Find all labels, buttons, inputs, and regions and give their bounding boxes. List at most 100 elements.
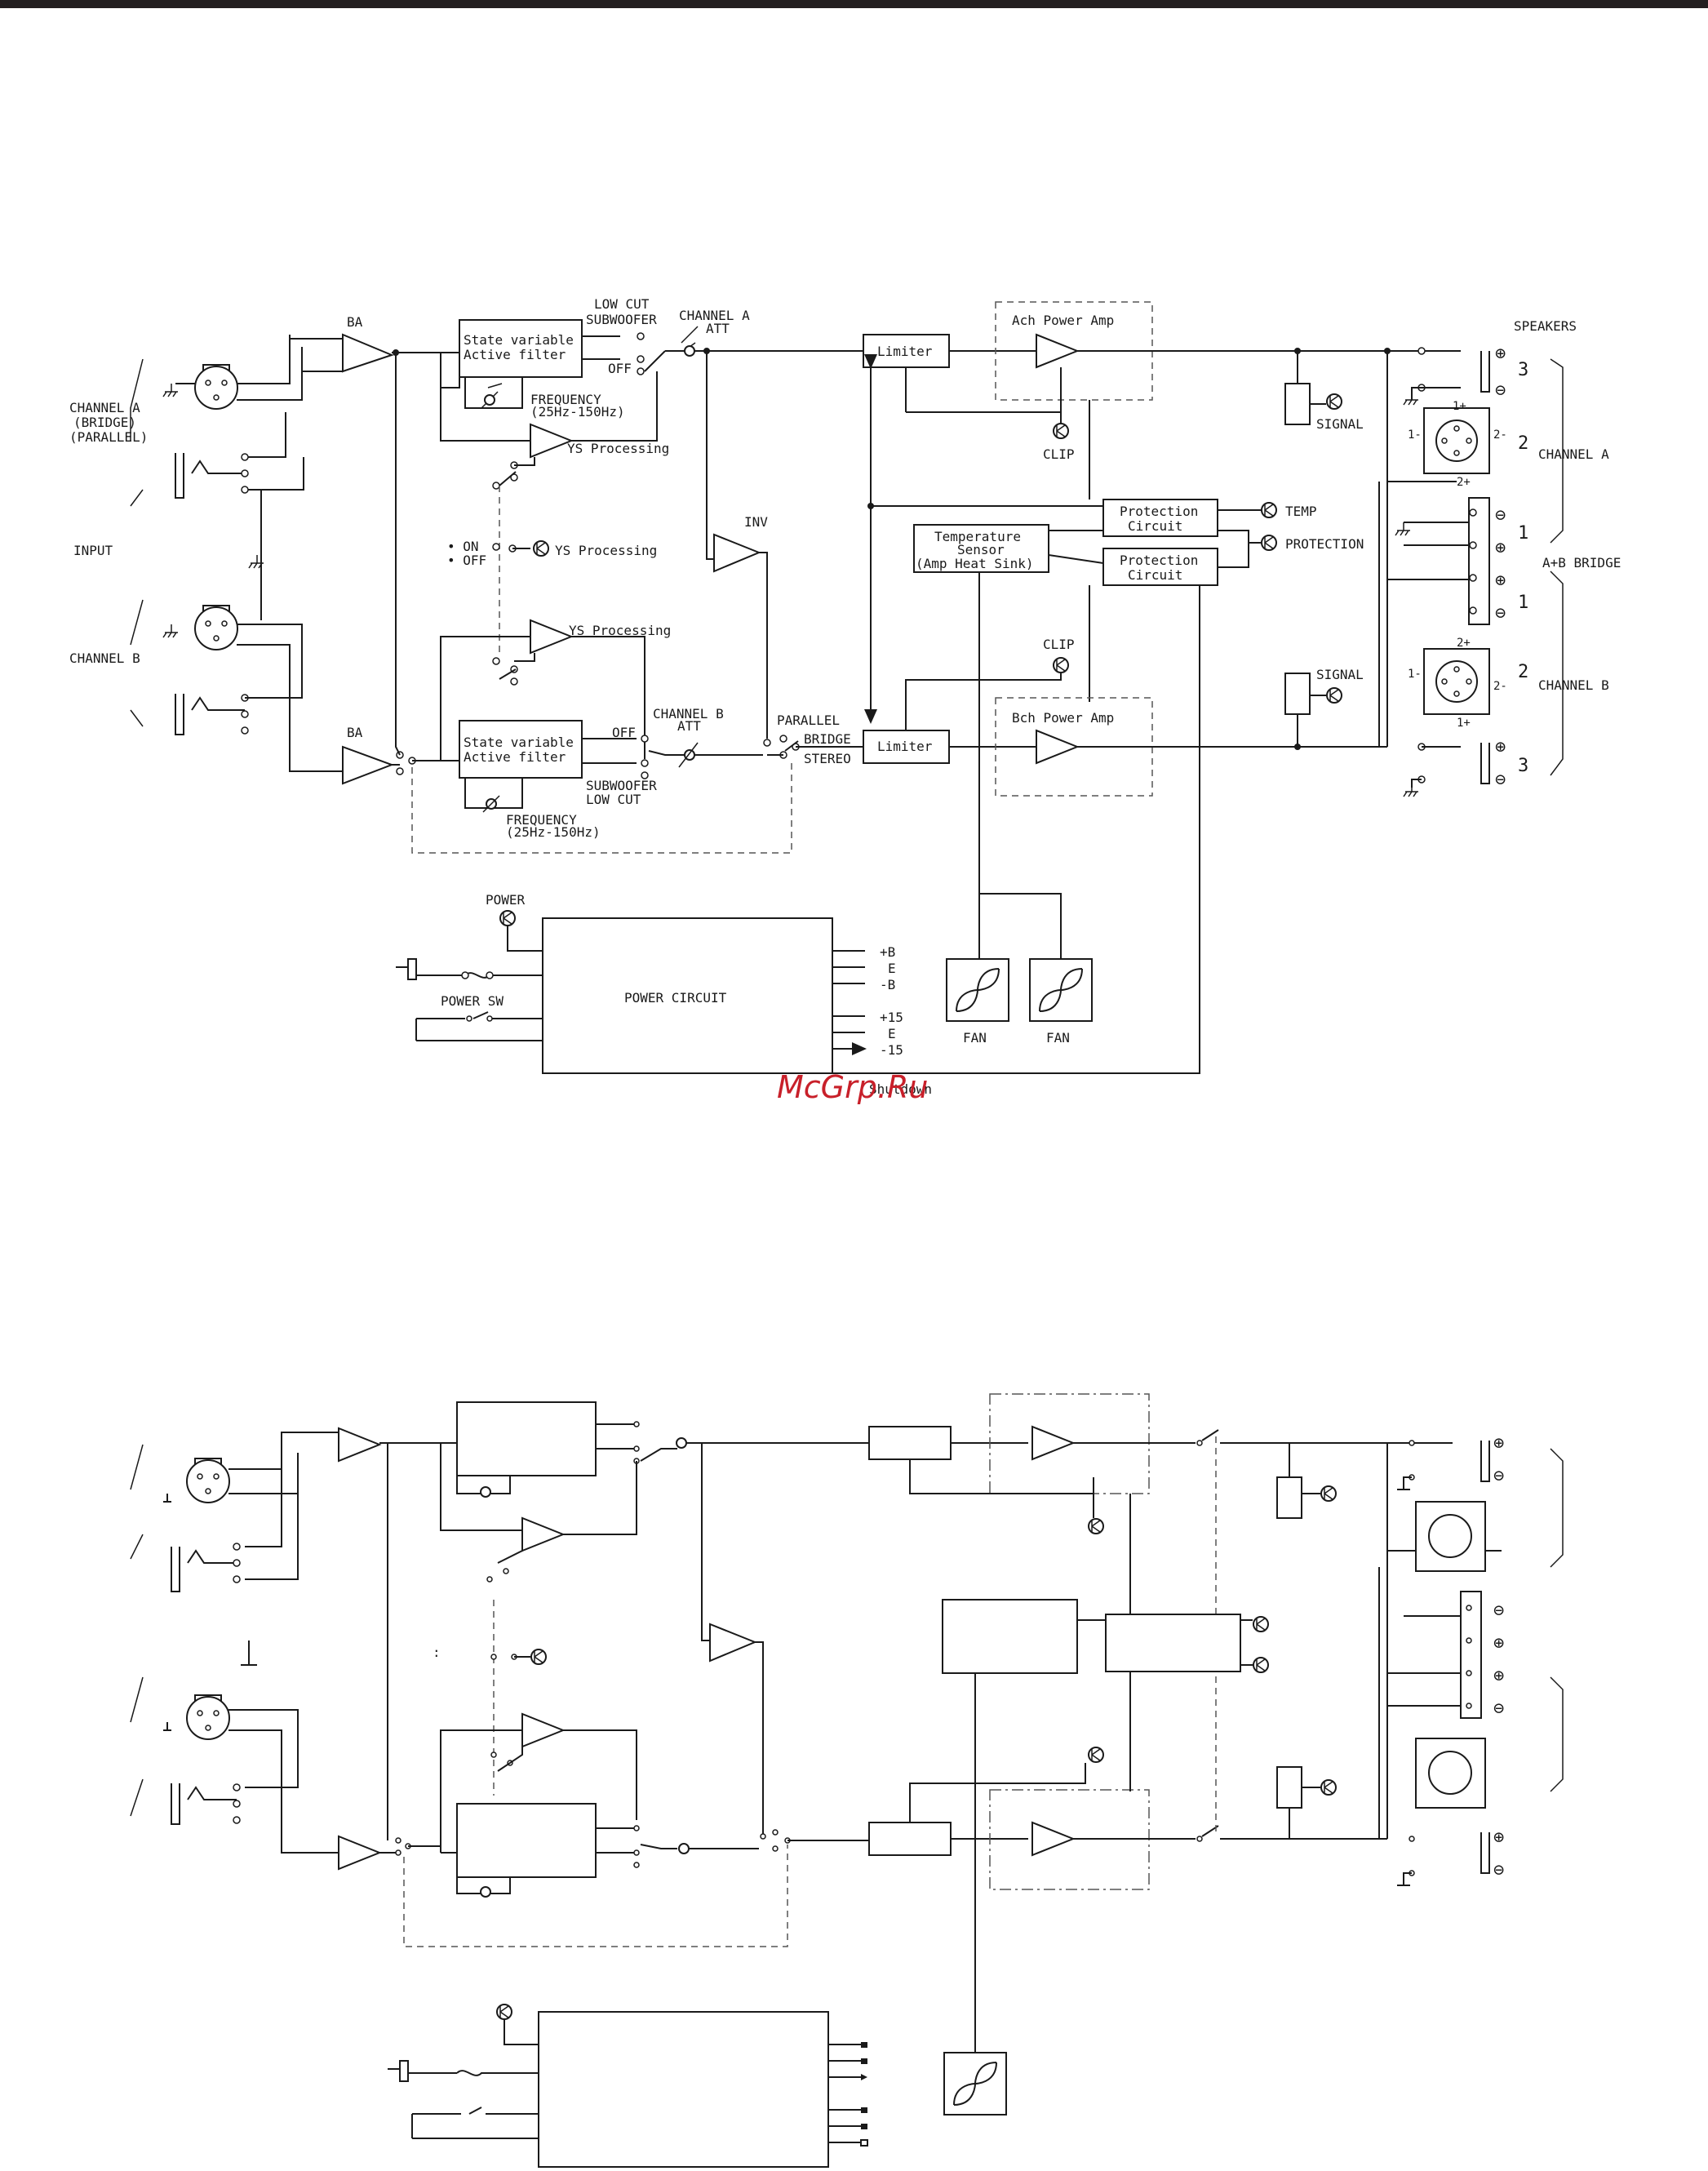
- protection-led-icon: [1253, 1616, 1269, 1632]
- ys-off-label: • OFF: [447, 553, 486, 568]
- mode-switch-b[interactable]: [648, 750, 685, 756]
- mode-switch-a[interactable]: [644, 350, 690, 372]
- channel-b-output-label: CHANNEL B: [1538, 677, 1609, 693]
- channel-b-att-sub: ATT: [677, 718, 701, 734]
- minus-terminal: ⊖: [1495, 505, 1506, 526]
- signal-a-label: SIGNAL: [1316, 416, 1364, 432]
- frequency-a-range: (25Hz-150Hz): [530, 404, 625, 420]
- channel-a-phone-jack: [175, 453, 245, 499]
- frequency-b-label: FREQUENCY: [506, 812, 577, 828]
- limiter-box: [868, 1822, 952, 1856]
- filter-a-line1: State variable: [464, 332, 574, 348]
- ys-processing-b-label: YS Processing: [569, 623, 671, 638]
- xlr-input-icon: [186, 1694, 230, 1740]
- protection-circuit-2: [1102, 548, 1218, 586]
- ys-amp: [521, 1516, 566, 1552]
- ba-amp-b: [342, 745, 394, 785]
- filter-a-line2: Active filter: [464, 347, 566, 362]
- bracket: [1550, 1448, 1564, 1792]
- limiter-box: [868, 1426, 952, 1460]
- power-circuit-label: POWER CIRCUIT: [624, 990, 727, 1006]
- signal-b-detector: [1284, 673, 1311, 715]
- plus-terminal: ⊕: [1493, 1827, 1504, 1848]
- watermark: McGrp.Ru: [777, 1069, 928, 1105]
- rail-plus-b: +B: [880, 944, 895, 960]
- parallel-label: PARALLEL: [777, 713, 840, 728]
- temp-led-icon: [1261, 502, 1277, 518]
- minus-terminal: ⊖: [1495, 380, 1506, 401]
- amp-label: BA: [347, 725, 363, 740]
- minus-terminal: ⊖: [1493, 1466, 1504, 1486]
- clip-b-led-icon: [1053, 657, 1069, 673]
- bracket: [130, 358, 144, 507]
- inverter-amp: [713, 533, 761, 573]
- parallel-bridge-stereo-switch[interactable]: [767, 740, 863, 756]
- ground-icon: [162, 383, 179, 397]
- xlr-b-pin: 2+: [1457, 637, 1471, 650]
- att-pot-b[interactable]: [678, 742, 699, 768]
- clip-b-label: CLIP: [1043, 637, 1075, 652]
- power-switch[interactable]: [415, 1011, 543, 1041]
- bridge-label: BRIDGE: [804, 731, 851, 747]
- limiter-b-label: Limiter: [877, 739, 933, 754]
- ys-on-label: • ON: [447, 539, 479, 554]
- ys-processing-led-label: YS Processing: [555, 543, 657, 558]
- state-variable-filter-a: [459, 319, 583, 378]
- protection-1-line2: Circuit: [1128, 518, 1182, 534]
- rail-e: E: [888, 1026, 896, 1041]
- signal-b-label: SIGNAL: [1316, 667, 1364, 682]
- temp-label: TEMP: [1285, 504, 1317, 519]
- frequency-pot-b[interactable]: [482, 795, 500, 813]
- protection-circuit-1: [1102, 499, 1218, 537]
- ys-processing-led-icon: [533, 540, 549, 557]
- plus-terminal: ⊕: [1493, 1433, 1504, 1454]
- ys-switch-a[interactable]: [499, 457, 535, 486]
- plus-terminal: ⊕: [1493, 1666, 1504, 1686]
- limiter-a-label: Limiter: [877, 344, 933, 359]
- signal-box: [1276, 1766, 1302, 1809]
- clip-led-icon: [1088, 1747, 1104, 1763]
- power-circuit-box: [542, 917, 833, 1074]
- frequency-b-range: (25Hz-150Hz): [506, 824, 601, 840]
- fan-2-icon: [1029, 958, 1093, 1022]
- minus-terminal: ⊖: [1493, 1860, 1504, 1880]
- plus-terminal: ⊕: [1495, 737, 1506, 757]
- low-cut-a-label: LOW CUT: [594, 296, 650, 312]
- xlr-a-pin: 1-: [1408, 428, 1422, 442]
- speaker-jack-b: [1480, 743, 1490, 784]
- xlr-a-pin: 2+: [1457, 476, 1471, 489]
- channel-a-att-label: CHANNEL A: [679, 308, 750, 323]
- input-label: INPUT: [73, 543, 113, 558]
- power-sw-label: POWER SW: [441, 993, 504, 1009]
- channel-a-att-sub: ATT: [706, 321, 730, 336]
- bridge-terminal-block: [1468, 497, 1490, 625]
- power-led-icon: [496, 2004, 512, 2020]
- filter-box: [456, 1401, 597, 1476]
- input-amp: [338, 1835, 382, 1871]
- plus-terminal: ⊕: [1493, 1633, 1504, 1654]
- ground-icon: [1395, 522, 1411, 536]
- power-amp-b-symbol: [1036, 729, 1080, 765]
- ys-switch-b[interactable]: [499, 653, 535, 680]
- inv-amp: [709, 1623, 757, 1663]
- minus-terminal: ⊖: [1495, 770, 1506, 790]
- ba-amp-a: [342, 333, 394, 373]
- rail-e: E: [888, 961, 896, 976]
- bridge-terminal-block: [1460, 1591, 1482, 1719]
- power-circuit-box: [538, 2011, 829, 2168]
- xlr-b-pin: 2-: [1493, 680, 1507, 693]
- clip-a-led-icon: [1053, 423, 1069, 439]
- off-b-label: OFF: [612, 725, 636, 740]
- inv-label: INV: [744, 514, 768, 530]
- off-a-label: OFF: [608, 361, 632, 376]
- channel-b-phone-jack: [175, 694, 245, 735]
- power-amp-a-symbol: [1036, 333, 1080, 369]
- input-amp: [338, 1427, 382, 1463]
- plus-terminal: ⊕: [1495, 570, 1506, 591]
- signal-led-icon: [1320, 1779, 1337, 1796]
- rail-plus-15: +15: [880, 1010, 903, 1025]
- dots: :: [433, 1645, 441, 1660]
- pin-1-a: 1: [1518, 523, 1528, 544]
